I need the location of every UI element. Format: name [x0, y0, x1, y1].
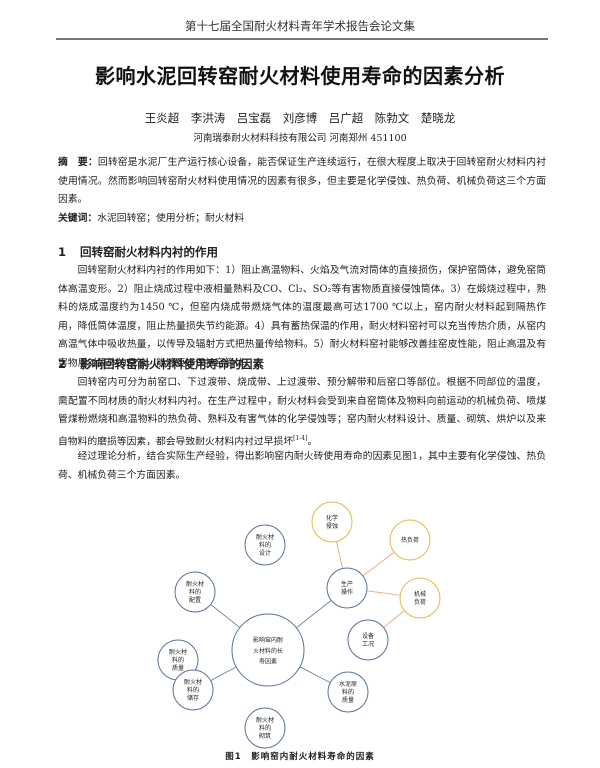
node-label-equip: 工况	[362, 641, 374, 648]
node-circle-mech	[399, 577, 441, 619]
node-label-raw: 质量	[342, 696, 354, 704]
node-label-quality: 料的	[172, 656, 184, 664]
node-label-raw: 料的	[342, 688, 354, 696]
node-circle-raw	[327, 671, 369, 713]
running-header: 第十七届全国耐火材料青年学术报告会论文集	[185, 19, 415, 33]
authors: 王炎超 李洪涛 吕宝磊 刘彦博 吕广超 陈勃文 楚晓龙	[144, 111, 456, 125]
keywords-label: 关键词：	[58, 213, 98, 224]
node-label-heat: 热负荷	[401, 536, 419, 544]
section-1-heading: 1 回转窑耐火材料内衬的作用	[58, 244, 232, 260]
abstract-text: 回转窑是水泥厂生产运行核心设备，能否保证生产连续运行，在很大程度上取决于回转窑耐…	[58, 157, 547, 205]
period: 。	[307, 435, 318, 447]
node-label-design: 料的	[259, 541, 271, 549]
node-label-mech: 机械	[414, 590, 426, 598]
connector-operation-chem	[336, 541, 343, 569]
node-label-equip: 设备	[362, 632, 374, 640]
node-circle-heat	[389, 519, 431, 561]
node-label-storage: 储存	[187, 694, 199, 702]
node-label-storage: 料的	[187, 686, 199, 694]
connector-center-raw	[299, 666, 331, 684]
section-2-paragraph-1: 回转窑内可分为前窑口、下过渡带、烧成带、上过渡带、预分解带和后窑口等部位。根据不…	[58, 374, 546, 451]
node-label-design: 耐火材	[256, 533, 274, 541]
section-title: 影响回转窑耐火材料使用寿命的因素	[80, 357, 265, 371]
node-circle-config	[174, 571, 216, 613]
node-label-masonry: 料的	[259, 724, 271, 732]
node-label-quality: 质量	[172, 664, 184, 672]
node-label-design: 设计	[259, 549, 271, 557]
section-2-heading: 2 影响回转窑耐火材料使用寿命的因素	[58, 356, 278, 372]
node-label-masonry: 耐火材	[256, 716, 274, 724]
node-circle-chem	[311, 501, 353, 543]
node-label-mech: 负荷	[414, 598, 426, 606]
node-label-chem: 化学	[326, 514, 338, 522]
node-label-center: 火材料的长	[253, 647, 283, 655]
node-circle-operation	[326, 567, 368, 609]
citation: [1-4]	[293, 434, 308, 442]
node-label-storage: 耐火材	[184, 678, 202, 686]
section-title: 回转窑耐火材料内衬的作用	[80, 245, 219, 259]
abstract-label: 摘 要：	[58, 157, 98, 168]
node-label-config: 料的	[189, 588, 201, 596]
node-label-operation: 操作	[341, 588, 353, 596]
node-label-config: 耐火材	[186, 580, 204, 588]
connector-operation-heat	[362, 551, 395, 577]
abstract: 摘 要：回转窑是水泥厂生产运行核心设备，能否保证生产连续运行，在很大程度上取决于…	[58, 154, 546, 210]
node-label-raw: 水泥原	[339, 680, 357, 688]
node-circle-design	[244, 524, 286, 566]
node-label-chem: 侵蚀	[326, 522, 338, 530]
section-number: 1	[58, 245, 67, 259]
section-1-paragraph: 回转窑耐火材料内衬的作用如下：1）阻止高温物料、火焰及气流对筒体的直接损伤，保护…	[58, 265, 546, 369]
connector-equip-mech	[383, 610, 405, 628]
node-label-center: 寿因素	[259, 658, 277, 666]
node-label-center: 影响窑内耐	[253, 636, 283, 644]
paragraph-text: 回转窑内可分为前窑口、下过渡带、烧成带、上过渡带、预分解带和后窑口等部位。根据不…	[58, 377, 546, 447]
section-number: 2	[58, 357, 67, 371]
keywords-text: 水泥回转窑；使用分析；耐火材料	[97, 213, 245, 224]
node-circle-center	[231, 613, 305, 687]
connector-operation-mech	[366, 590, 401, 596]
node-label-quality: 耐火材	[169, 648, 187, 656]
paper-title: 影响水泥回转窑耐火材料使用寿命的因素分析	[95, 64, 505, 88]
node-label-operation: 生产	[341, 580, 353, 588]
section-2-paragraph-2: 经过理论分析，结合实际生产经验，得出影响窑内耐火砖使用寿命的因素见图1，其中主要…	[58, 451, 546, 481]
node-label-masonry: 砌筑	[259, 732, 271, 740]
figure-caption: 图1 影响窑内耐火材料寿命的因素	[225, 752, 375, 762]
connector-center-config	[210, 604, 241, 628]
node-circle-storage	[172, 669, 214, 711]
connector-center-operation	[296, 600, 332, 629]
node-label-config: 配置	[189, 597, 201, 604]
node-circle-masonry	[244, 707, 286, 749]
affiliation: 河南瑞泰耐火材料科技有限公司 河南郑州 451100	[193, 133, 407, 144]
keywords: 关键词：水泥回转窑；使用分析；耐火材料	[58, 210, 546, 229]
header-divider	[56, 38, 548, 40]
node-circle-equip	[347, 619, 389, 661]
connector-center-storage	[210, 666, 237, 681]
